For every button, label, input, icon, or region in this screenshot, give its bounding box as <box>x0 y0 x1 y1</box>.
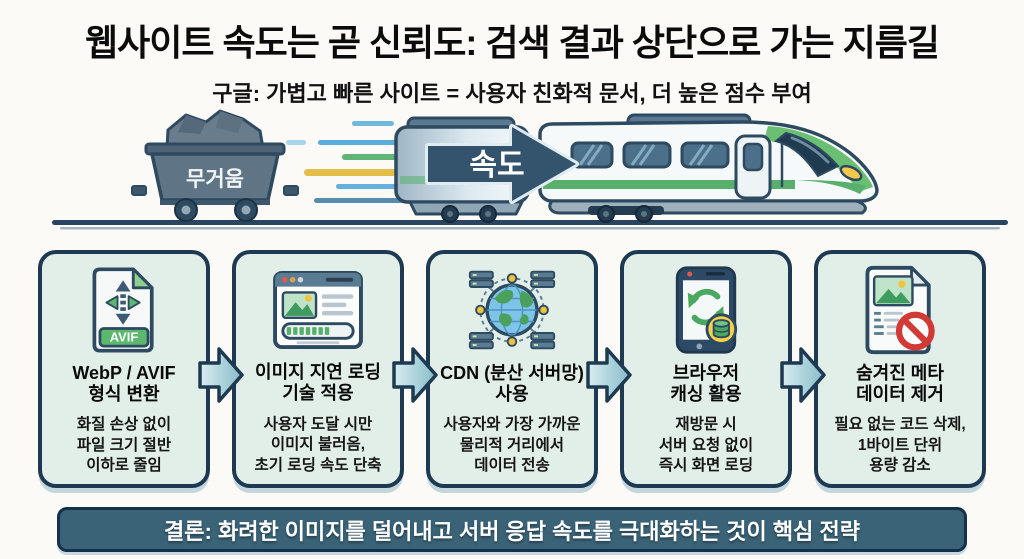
speed-lines-icon <box>286 121 470 203</box>
conclusion-text: 결론: 화려한 이미지를 덜어내고 서버 응답 속도를 극대화하는 것이 핵심 … <box>164 518 860 544</box>
train-scene-icon: 무거움 <box>52 109 1008 230</box>
prohibited-sign-icon <box>895 311 935 351</box>
flow-arrow-icon <box>780 347 826 403</box>
card-browser-cache: 브라우저 캐싱 활용 재방문 시 서버 요청 없이 즉시 화면 로딩 <box>620 250 792 488</box>
server-stack-icon <box>468 270 556 350</box>
card-description: 필요 없는 코드 삭제, 1바이트 단위 용량 감소 <box>834 416 966 475</box>
speed-arrow-label: 속도 <box>469 149 524 182</box>
lazy-loading-browser-icon <box>271 264 365 355</box>
flow-arrow-icon <box>392 347 438 403</box>
card-description: 재방문 시 서버 요청 없이 즉시 화면 로딩 <box>658 416 754 475</box>
card-cdn: CDN (분산 서버망) 사용 사용자와 가장 가까운 물리적 거리에서 데이터… <box>426 250 598 488</box>
browser-cache-phone-icon <box>667 264 745 356</box>
page-title: 웹사이트 속도는 곧 신뢰도: 검색 결과 상단으로 가는 지름길 <box>85 22 940 63</box>
metadata-remove-document-icon <box>859 264 941 356</box>
speed-arrow-icon: 속도 <box>425 124 579 204</box>
rail-track <box>52 220 1008 230</box>
cart-label: 무거움 <box>186 168 244 191</box>
optimization-steps: AVIF WebP / AVIF 형식 변환 화질 손상 없이 파일 크기 절반… <box>0 250 1024 488</box>
card-description: 사용자와 가장 가까운 물리적 거리에서 데이터 전송 <box>443 416 581 475</box>
flow-arrow-icon <box>586 347 632 403</box>
cdn-globe-network-icon <box>465 264 559 356</box>
card-metadata-removal: 숨겨진 메타 데이터 제거 필요 없는 코드 삭제, 1바이트 단위 용량 감소 <box>814 250 986 488</box>
card-webp-avif: AVIF WebP / AVIF 형식 변환 화질 손상 없이 파일 크기 절반… <box>38 250 210 488</box>
speed-train-illustration: 무거움 <box>0 100 1024 240</box>
heavy-cart-icon: 무거움 <box>131 109 299 222</box>
header: 웹사이트 속도는 곧 신뢰도: 검색 결과 상단으로 가는 지름길 구글: 가볍… <box>0 0 1024 108</box>
page-subtitle: 구글: 가볍고 빠른 사이트 = 사용자 친화적 문서, 더 높은 점수 부여 <box>212 81 812 106</box>
card-title: 이미지 지연 로딩 기술 적용 <box>255 362 381 404</box>
conclusion-banner: 결론: 화려한 이미지를 덜어내고 서버 응답 속도를 극대화하는 것이 핵심 … <box>57 507 967 552</box>
avif-badge-label: AVIF <box>110 329 139 344</box>
card-title: CDN (분산 서버망) 사용 <box>440 363 584 405</box>
card-title: WebP / AVIF 형식 변환 <box>72 363 176 405</box>
card-description: 사용자 도달 시만 이미지 불러옴, 초기 로딩 속도 단축 <box>254 415 382 474</box>
card-description: 화질 손상 없이 파일 크기 절반 이하로 줄임 <box>76 416 172 475</box>
avif-file-compress-icon: AVIF <box>87 264 161 356</box>
card-lazy-loading: 이미지 지연 로딩 기술 적용 사용자 도달 시만 이미지 불러옴, 초기 로딩… <box>232 250 404 488</box>
flow-arrow-icon <box>198 347 244 403</box>
database-icon <box>712 319 730 339</box>
card-title: 숨겨진 메타 데이터 제거 <box>856 363 944 405</box>
card-title: 브라우저 캐싱 활용 <box>670 363 742 405</box>
